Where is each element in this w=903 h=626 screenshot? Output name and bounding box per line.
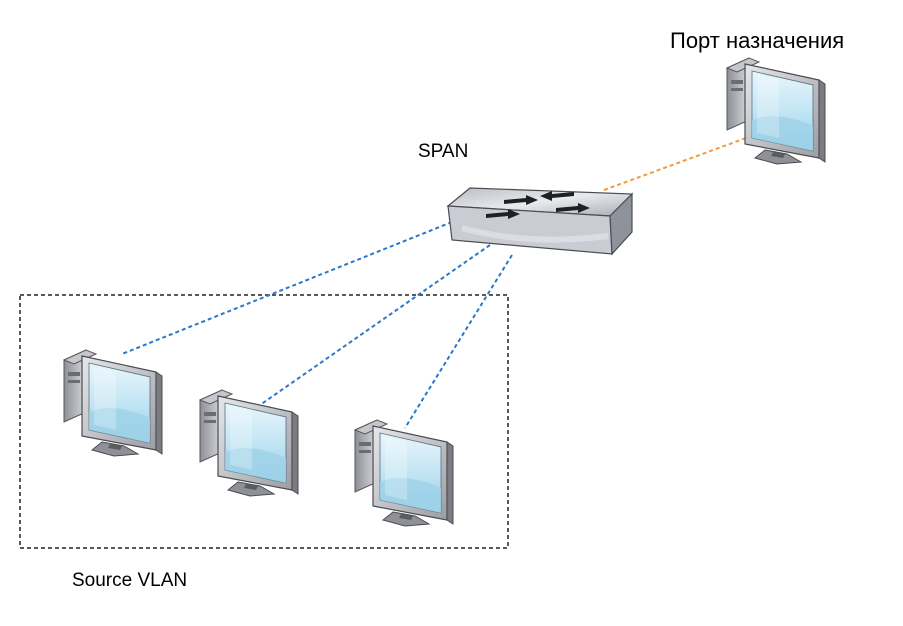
source-link-2: [259, 244, 491, 406]
links: [121, 137, 747, 429]
switch-label: SPAN: [418, 141, 468, 162]
computer-icon: [726, 57, 826, 165]
source-vlan-label: Source VLAN: [72, 570, 187, 591]
source-link-3: [404, 254, 513, 429]
destination-link: [603, 137, 747, 191]
computer-icon: [199, 389, 299, 497]
destination-port-label: Порт назначения: [670, 28, 844, 53]
computer-icon: [63, 349, 163, 457]
switch-icon: [448, 188, 632, 254]
source-link-1: [121, 221, 453, 355]
computer-icon: [354, 419, 454, 527]
